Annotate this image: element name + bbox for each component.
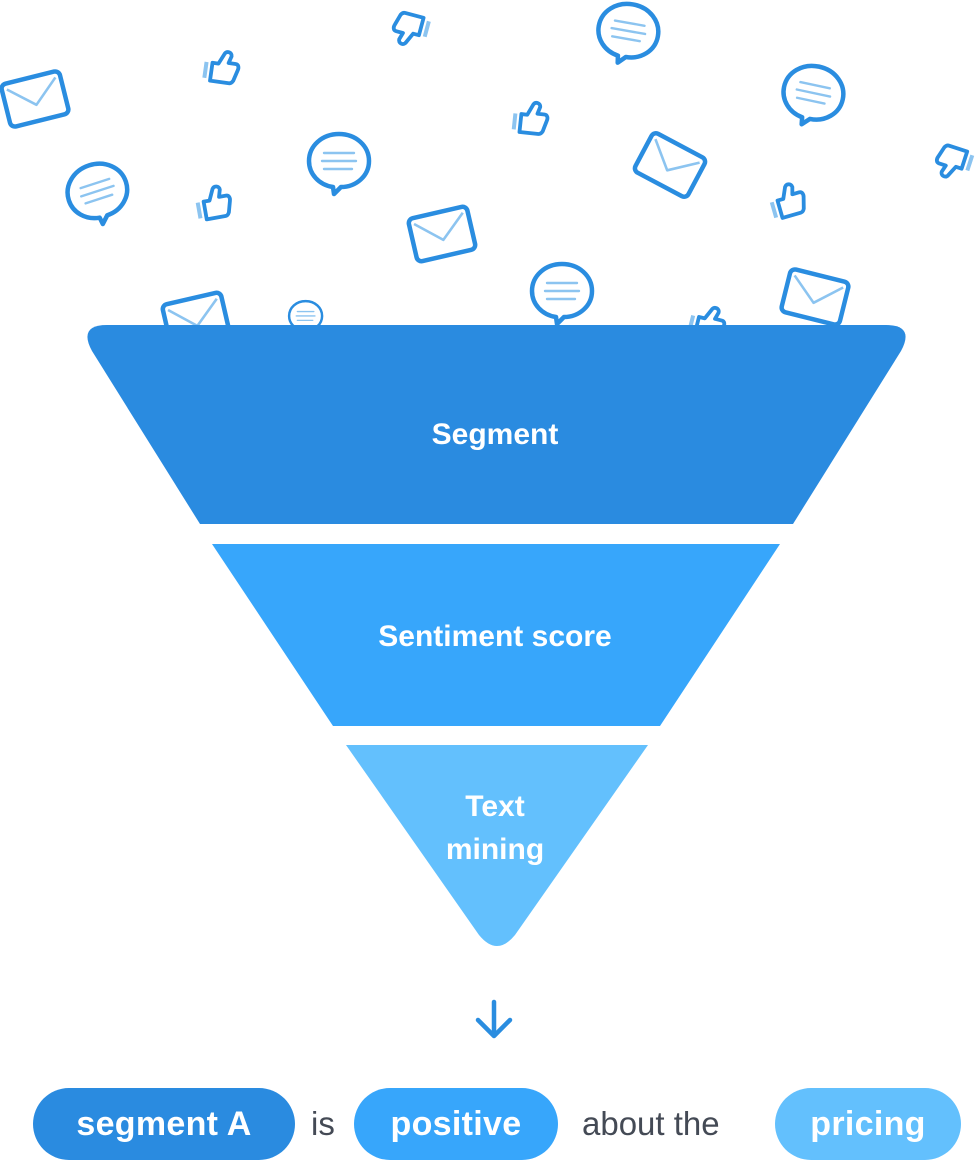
thumbs-down-icon [930,141,975,186]
speech-bubble-icon [777,60,848,131]
envelope-icon [633,131,707,198]
sentence-words-about-the: about the [582,1105,720,1142]
funnel-stage-segment [87,325,906,524]
segment-pill: segment A [33,1088,295,1160]
thumbs-up-icon [509,98,551,137]
speech-bubble-icon [309,134,369,194]
funnel-stage-text-mining-label-line1: Text [465,790,524,823]
envelope-icon [781,268,850,325]
thumbs-up-icon [764,179,810,223]
funnel-stage-sentiment-score [212,544,780,726]
funnel-stage-text-mining [346,745,648,946]
funnel-stage-sentiment-score-label: Sentiment score [378,620,611,653]
arrow-down-icon [475,999,513,1039]
sentiment-pill: positive [354,1088,558,1160]
thumbs-down-icon [388,9,434,52]
sentence-word-is: is [311,1105,335,1142]
speech-bubble-icon [593,0,663,69]
funnel: Segment Sentiment score Text mining [87,325,906,946]
thumbs-up-icon [200,47,243,87]
speech-bubble-icon [532,264,592,324]
topic-pill: pricing [775,1088,961,1160]
envelope-icon [1,70,70,127]
feedback-icons [1,0,975,348]
envelope-icon [408,206,476,262]
thumbs-up-icon [191,182,235,223]
result-sentence: segment A is positive about the pricing [0,1088,975,1162]
speech-bubble-icon [61,156,137,232]
funnel-stage-segment-label: Segment [432,418,559,451]
funnel-stage-text-mining-label-line2: mining [446,833,544,866]
